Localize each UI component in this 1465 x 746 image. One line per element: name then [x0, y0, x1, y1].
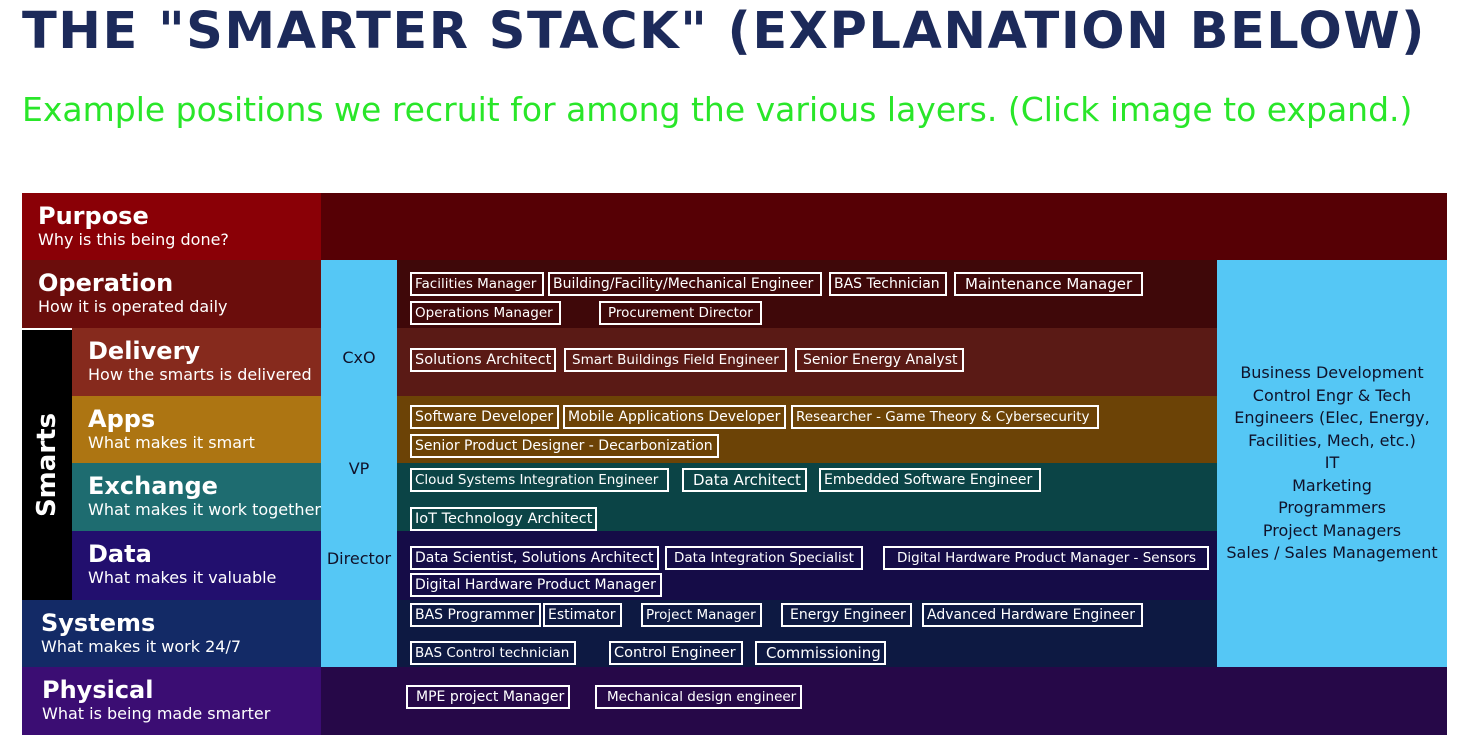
position-tag: Building/Facility/Mechanical Engineer [548, 272, 822, 296]
role-item: Programmers [1278, 498, 1386, 517]
exchange-band [397, 463, 1217, 531]
role-item: Project Managers [1262, 520, 1402, 540]
role-item: IT [1324, 453, 1340, 472]
position-tag: Maintenance Manager [954, 272, 1143, 296]
role-item: Control Engr & Tech [1252, 385, 1412, 405]
position-tag: Senior Product Designer - Decarbonizatio… [410, 434, 719, 458]
role-item: Marketing [1292, 475, 1372, 495]
role-item: Facilities, Mech, etc.) [1248, 430, 1416, 450]
position-tag: Smart Buildings Field Engineer [564, 348, 787, 372]
position-tag: Project Manager [641, 603, 762, 627]
layer-description: What makes it work together [88, 500, 321, 519]
layer-description: What makes it valuable [88, 568, 277, 587]
layer-name: Exchange [88, 472, 218, 500]
position-tag: Commissioning [755, 641, 886, 665]
position-tag: BAS Technician [829, 272, 947, 296]
apps-band [397, 396, 1217, 463]
physical-band [321, 667, 1447, 735]
layer-name: Operation [38, 269, 174, 297]
position-tag: Cloud Systems Integration Engineer [410, 468, 669, 492]
smarts-group-label: Smarts [22, 330, 72, 600]
layer-operation: Operation How it is operated daily [22, 260, 321, 328]
layer-data: Data What makes it valuable [72, 531, 321, 600]
layer-description: How the smarts is delivered [88, 365, 312, 384]
position-tag: MPE project Manager [406, 685, 570, 709]
layer-name: Physical [42, 676, 154, 704]
layer-description: What is being made smarter [42, 704, 271, 723]
rank-cxo: CxO [342, 348, 376, 367]
layer-exchange: Exchange What makes it work together [72, 463, 321, 531]
position-tag: Control Engineer [609, 641, 743, 665]
ranks-column [321, 260, 397, 667]
position-tag: BAS Control technician [410, 641, 576, 665]
position-tag: Data Scientist, Solutions Architect [410, 546, 659, 570]
role-item: Sales / Sales Management [1226, 543, 1438, 562]
layer-name: Apps [88, 405, 156, 433]
position-tag: Procurement Director [599, 301, 762, 325]
rank-vp: VP [348, 459, 370, 478]
position-tag: Embedded Software Engineer [819, 468, 1041, 492]
position-tag: Advanced Hardware Engineer [922, 603, 1143, 627]
position-tag: Solutions Architect [410, 348, 556, 372]
data-band [397, 531, 1217, 600]
position-tag: Senior Energy Analyst [795, 348, 964, 372]
layer-name: Systems [41, 609, 156, 637]
systems-band [397, 600, 1217, 667]
position-tag: BAS Programmer [410, 603, 541, 627]
position-tag: Energy Engineer [781, 603, 912, 627]
layer-description: How it is operated daily [38, 297, 228, 316]
position-tag: Software Developer [410, 405, 559, 429]
layer-name: Delivery [88, 337, 201, 365]
layer-apps: Apps What makes it smart [72, 396, 321, 463]
roles-list: Business Development Control Engr & Tech… [1217, 362, 1447, 565]
position-tag: Digital Hardware Product Manager [410, 573, 662, 597]
position-tag: Digital Hardware Product Manager - Senso… [883, 546, 1209, 570]
layer-description: Why is this being done? [38, 230, 229, 249]
position-tag: Data Integration Specialist [665, 546, 863, 570]
purpose-band [321, 193, 1447, 260]
rank-director: Director [326, 549, 392, 568]
position-tag: Researcher - Game Theory & Cybersecurity [791, 405, 1099, 429]
page-subtitle: Example positions we recruit for among t… [22, 90, 1413, 129]
role-item: Business Development [1240, 363, 1424, 382]
role-item: Engineers (Elec, Energy, [1234, 408, 1430, 427]
position-tag: Mechanical design engineer [595, 685, 802, 709]
position-tag: IoT Technology Architect [410, 507, 597, 531]
position-tag: Mobile Applications Developer [563, 405, 786, 429]
operation-band [397, 260, 1217, 328]
position-tag: Data Architect [682, 468, 807, 492]
layer-systems: Systems What makes it work 24/7 [22, 600, 321, 667]
position-tag: Estimator [543, 603, 622, 627]
layer-delivery: Delivery How the smarts is delivered [72, 328, 321, 396]
layer-description: What makes it smart [88, 433, 255, 452]
page-title: THE "SMARTER STACK" (EXPLANATION BELOW) [22, 2, 1426, 61]
position-tag: Facilities Manager [410, 272, 544, 296]
position-tag: Operations Manager [410, 301, 561, 325]
smarts-label-text: Smarts [32, 412, 62, 518]
delivery-band [397, 328, 1217, 396]
layer-description: What makes it work 24/7 [41, 637, 242, 656]
layer-name: Purpose [38, 202, 149, 230]
layer-physical: Physical What is being made smarter [22, 667, 321, 735]
roles-column [1217, 260, 1447, 667]
layer-name: Data [88, 540, 152, 568]
layer-purpose: Purpose Why is this being done? [22, 193, 321, 260]
